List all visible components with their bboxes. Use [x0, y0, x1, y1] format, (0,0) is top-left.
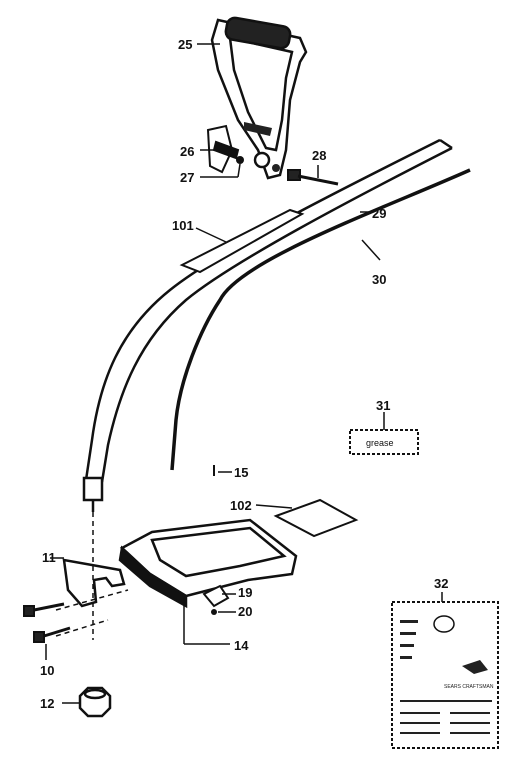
bolt-part [287, 165, 339, 186]
flex-shaft [170, 168, 471, 471]
part-number-102: 102 [230, 498, 252, 513]
leader-27b [237, 163, 241, 178]
part-number-11: 11 [42, 550, 56, 565]
part-number-28: 28 [312, 148, 326, 163]
shaft-tube [82, 138, 453, 512]
part-number-15: 15 [234, 465, 248, 480]
part-number-31: 31 [376, 398, 390, 413]
label-sheet [273, 498, 359, 538]
clamp-bolts [23, 602, 71, 643]
part-number-29: 29 [372, 206, 386, 221]
manual-brand-text: SEARS CRAFTSMAN [444, 684, 494, 690]
knob-part [206, 124, 240, 174]
part-number-10: 10 [40, 663, 54, 678]
grease-packet [349, 412, 419, 455]
part-number-19: 19 [238, 585, 252, 600]
part-number-27: 27 [180, 170, 194, 185]
part-number-20: 20 [238, 604, 252, 619]
owners-manual [391, 592, 499, 749]
washer-20-part [211, 609, 217, 615]
plate-part [179, 208, 305, 274]
leader-101 [195, 227, 227, 243]
washer-part [236, 156, 244, 164]
handle-assembly [210, 16, 308, 180]
part-number-30: 30 [372, 272, 386, 287]
nut-part [78, 686, 112, 718]
alignment-lines [55, 512, 129, 640]
part-number-101: 101 [172, 218, 194, 233]
part-number-14: 14 [234, 638, 249, 653]
leader-102 [255, 504, 293, 509]
leader-30 [361, 239, 381, 261]
insert-part [202, 584, 230, 608]
part-number-32: 32 [434, 576, 448, 591]
clamp-part [62, 558, 126, 608]
part-number-26: 26 [180, 144, 194, 159]
guard-shield [118, 518, 298, 609]
part-number-25: 25 [178, 37, 192, 52]
part-number-12: 12 [40, 696, 54, 711]
grease-label: grease [366, 438, 394, 448]
